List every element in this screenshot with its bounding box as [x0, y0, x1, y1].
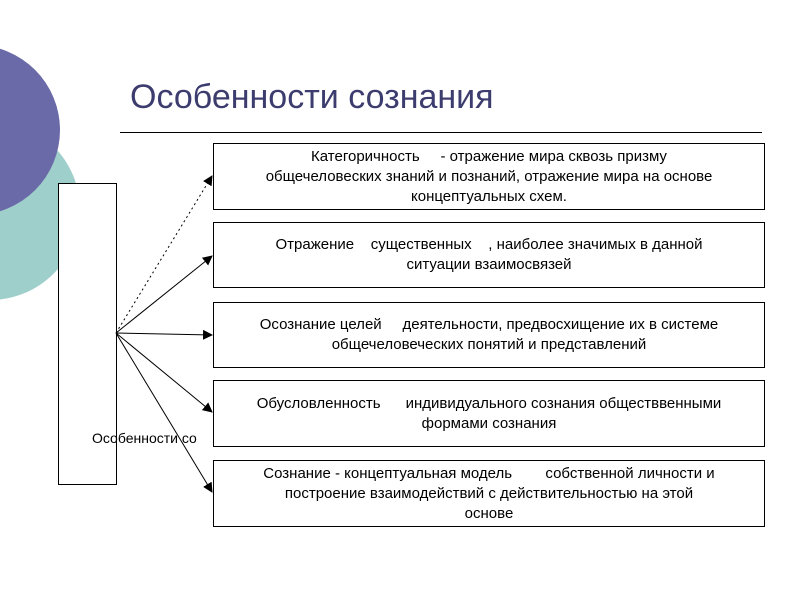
arrow-2 — [115, 255, 213, 334]
arrow-3 — [115, 329, 213, 340]
feature-box-3: Осознание целей деятельности, предвосхищ… — [213, 302, 765, 368]
arrow-5 — [115, 332, 213, 493]
arrow-1 — [115, 175, 213, 334]
source-label: Особенности со — [92, 430, 197, 446]
feature-box-2: Отражение существенных , наиболее значим… — [213, 222, 765, 288]
arrow-4 — [115, 332, 213, 413]
feature-box-4: Обусловленность индивидуального сознания… — [213, 380, 765, 447]
page-title: Особенности сознания — [130, 78, 494, 116]
title-divider — [120, 132, 762, 133]
feature-box-1: Категоричность - отражение мира сквозь п… — [213, 143, 765, 210]
feature-box-5: Сознание - концептуальная модель собстве… — [213, 460, 765, 527]
indigo-circle — [0, 48, 60, 212]
